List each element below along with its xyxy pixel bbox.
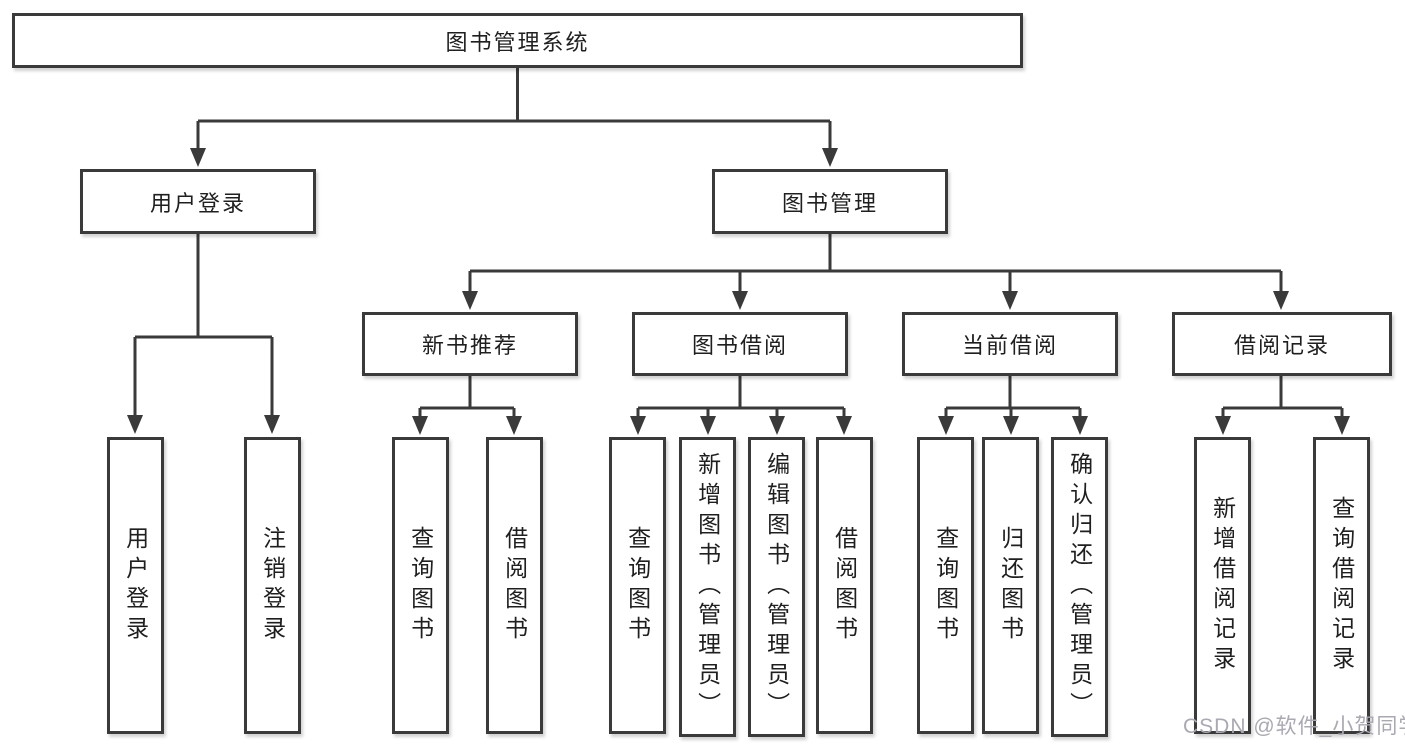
arrow-down-icon — [1002, 291, 1018, 310]
node-label: 借阅记录 — [1233, 333, 1330, 358]
node-label: 用户登录 — [149, 190, 246, 216]
arrow-down-icon — [938, 416, 954, 435]
node-new-book-recommend: 新书推荐 — [362, 312, 578, 376]
arrow-down-icon — [1273, 291, 1289, 310]
arrow-down-icon — [732, 291, 748, 310]
node-current-borrow: 当前借阅 — [902, 312, 1118, 376]
leaf-label: 归还图书 — [997, 525, 1024, 646]
node-label: 图书管理系统 — [445, 29, 590, 55]
leaf-label: 借阅图书 — [831, 525, 858, 646]
leaf-query-books-3: 查询图书 — [917, 437, 974, 734]
arrow-down-icon — [822, 148, 838, 167]
node-user-login: 用户登录 — [80, 169, 316, 234]
leaf-borrow-books-1: 借阅图书 — [486, 437, 543, 734]
node-root: 图书管理系统 — [12, 13, 1023, 68]
arrow-down-icon — [630, 416, 646, 435]
arrow-down-icon — [506, 416, 522, 435]
arrow-down-icon — [769, 416, 785, 435]
leaf-label: 确认归还（管理员） — [1066, 452, 1093, 722]
leaf-user-login: 用户登录 — [107, 437, 164, 734]
leaf-label: 查询借阅记录 — [1328, 495, 1355, 676]
arrow-down-icon — [836, 416, 852, 435]
leaf-return-book: 归还图书 — [982, 437, 1039, 734]
node-book-borrow: 图书借阅 — [632, 312, 848, 376]
arrow-down-icon — [412, 416, 428, 435]
leaf-label: 用户登录 — [122, 525, 149, 646]
tree-edges — [133, 68, 1344, 418]
watermark: CSDN @软件_小贺同学 — [1183, 715, 1405, 738]
leaf-label: 编辑图书（管理员） — [763, 452, 790, 722]
leaf-label: 查询图书 — [932, 525, 959, 646]
leaf-borrow-books-2: 借阅图书 — [816, 437, 873, 734]
arrow-down-icon — [462, 291, 478, 310]
leaf-label: 注销登录 — [259, 525, 286, 646]
leaf-add-book-admin: 新增图书（管理员） — [679, 437, 736, 737]
arrow-down-icon — [1215, 416, 1231, 435]
arrow-down-icon — [127, 415, 143, 434]
leaf-add-borrow-record: 新增借阅记录 — [1194, 437, 1251, 734]
leaf-confirm-return-admin: 确认归还（管理员） — [1051, 437, 1108, 737]
arrow-down-icon — [1334, 416, 1350, 435]
arrow-down-icon — [1003, 416, 1019, 435]
arrow-down-icon — [700, 416, 716, 435]
leaf-label: 借阅图书 — [501, 525, 528, 646]
leaf-label: 查询图书 — [624, 525, 651, 646]
leaf-logout: 注销登录 — [244, 437, 301, 734]
leaf-query-borrow-record: 查询借阅记录 — [1313, 437, 1370, 734]
leaf-edit-book-admin: 编辑图书（管理员） — [748, 437, 805, 737]
arrow-down-icon — [264, 415, 280, 434]
arrowhead-icons — [127, 148, 1350, 435]
node-label: 新书推荐 — [421, 333, 518, 358]
arrow-down-icon — [190, 148, 206, 167]
node-label: 图书管理 — [781, 190, 878, 216]
leaf-query-books-1: 查询图书 — [392, 437, 449, 734]
node-label: 当前借阅 — [961, 333, 1058, 358]
leaf-label: 新增借阅记录 — [1209, 495, 1236, 676]
node-borrow-records: 借阅记录 — [1172, 312, 1392, 376]
node-book-management: 图书管理 — [712, 169, 948, 234]
arrow-down-icon — [1072, 416, 1088, 435]
leaf-query-books-2: 查询图书 — [609, 437, 666, 734]
node-label: 图书借阅 — [691, 333, 788, 358]
leaf-label: 新增图书（管理员） — [694, 452, 721, 722]
leaf-label: 查询图书 — [407, 525, 434, 646]
